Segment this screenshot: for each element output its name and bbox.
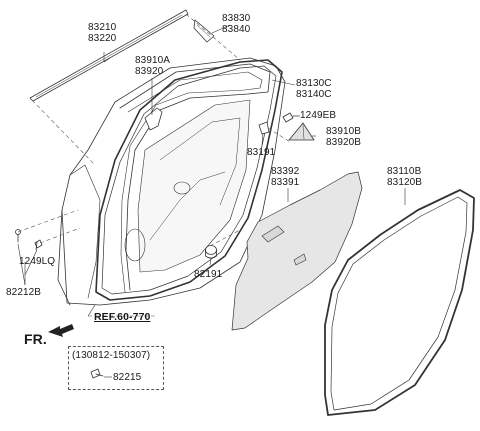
opening-weatherstrip-part — [324, 189, 475, 416]
label-83840: 83840 — [222, 24, 251, 35]
label-83910b: 83910B — [326, 126, 362, 137]
label-83920b: 83920B — [326, 137, 362, 148]
delta-cover-part — [193, 19, 215, 43]
window-trim-a-part — [144, 107, 163, 131]
label-83910a: 83910A — [135, 55, 171, 66]
front-label: FR. — [24, 331, 47, 347]
window-trim-b-part — [288, 122, 315, 141]
label-83392: 83392 — [271, 166, 300, 177]
label-83210: 83210 — [88, 22, 117, 33]
clip-1249eb-part — [282, 112, 299, 123]
ref-label: REF.60-770 — [94, 311, 151, 323]
waterproof-sheet-part — [231, 171, 363, 331]
label-83130c: 83130C — [296, 78, 332, 89]
label-82212b: 82212B — [6, 287, 42, 298]
label-83191: 83191 — [247, 147, 276, 158]
screw-82215-part — [90, 368, 104, 379]
plug-83191-part — [258, 121, 270, 135]
door-weatherstrip-part — [95, 59, 283, 301]
label-82191: 82191 — [194, 269, 223, 280]
label-83220: 83220 — [88, 33, 117, 44]
fastener-1249lq-part — [34, 239, 43, 251]
label-83920: 83920 — [135, 66, 164, 77]
date-range-box — [68, 346, 164, 390]
label-1249eb: 1249EB — [300, 110, 337, 121]
label-1249lq: 1249LQ — [19, 256, 56, 267]
label-82215: 82215 — [113, 372, 142, 383]
date-range-label: (130812-150307) — [72, 350, 151, 361]
label-83120b: 83120B — [387, 177, 423, 188]
door-inner-frame — [119, 63, 271, 293]
label-83391: 83391 — [271, 177, 300, 188]
label-83110b: 83110B — [387, 166, 422, 177]
label-83830: 83830 — [222, 13, 251, 24]
front-arrow-icon — [48, 324, 74, 337]
label-83140c: 83140C — [296, 89, 332, 100]
